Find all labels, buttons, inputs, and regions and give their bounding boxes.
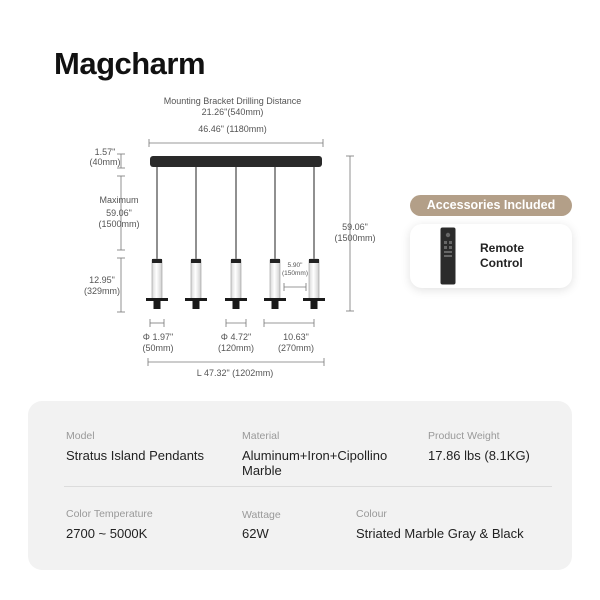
spec-panel: Model Stratus Island Pendants Material A… <box>28 401 572 570</box>
colour-label: Colour <box>356 508 387 520</box>
max-drop-mm: (1500mm) <box>98 219 140 229</box>
wattage-label: Wattage <box>242 509 281 521</box>
remote-control-label: Remote Control <box>480 241 525 270</box>
canopy-length-label: 46.46" (1180mm) <box>198 124 267 134</box>
pendant <box>264 167 286 309</box>
accessories-header: Accessories Included <box>410 195 572 216</box>
pendant <box>146 167 168 309</box>
shade-offset-label: 5.90" <box>287 262 303 269</box>
shade-diameter-label: Φ 1.97" <box>142 332 174 342</box>
wattage-value: 62W <box>242 526 269 541</box>
canopy-bar <box>150 156 322 167</box>
weight-label: Product Weight <box>428 430 500 442</box>
bracket-caption: Mounting Bracket Drilling Distance <box>163 96 302 106</box>
total-height-label: 59.06" <box>342 222 368 232</box>
pendant <box>303 167 325 309</box>
brand-title: Magcharm <box>54 46 206 81</box>
model-label: Model <box>66 430 95 442</box>
base-diameter-label: Φ 4.72" <box>220 332 252 342</box>
color-temperature-label: Color Temperature <box>66 508 153 520</box>
pendant <box>225 167 247 309</box>
material-value: Aluminum+Iron+Cipollino Marble <box>242 448 388 478</box>
total-height-mm: (1500mm) <box>334 233 376 243</box>
pendant <box>185 167 207 309</box>
spacing-label: 10.63" <box>283 332 309 342</box>
pendant-dimension-diagram <box>117 139 354 366</box>
bracket-value: 21.26"(540mm) <box>201 107 264 117</box>
shade-diameter-mm: (50mm) <box>142 343 174 353</box>
spec-divider <box>64 486 552 487</box>
accessories-card: Remote Control <box>410 224 572 288</box>
canopy-height-mm: (40mm) <box>89 157 121 167</box>
spacing-mm: (270mm) <box>277 343 314 353</box>
color-temperature-value: 2700 ~ 5000K <box>66 526 148 541</box>
canopy-height-label: 1.57" <box>94 147 116 157</box>
material-label: Material <box>242 430 280 442</box>
overall-length-label: L 47.32" (1202mm) <box>196 368 274 378</box>
max-drop-caption: Maximum <box>99 195 139 205</box>
shade-offset-mm: (150mm) <box>281 270 308 277</box>
weight-value: 17.86 lbs (8.1KG) <box>428 448 530 463</box>
colour-value: Striated Marble Gray & Black <box>356 526 524 541</box>
shade-height-label: 12.95" <box>89 275 115 285</box>
model-value: Stratus Island Pendants <box>66 448 205 463</box>
max-drop-label: 59.06" <box>106 208 132 218</box>
shade-height-mm: (329mm) <box>83 286 120 296</box>
remote-control-icon <box>440 227 456 285</box>
base-diameter-mm: (120mm) <box>217 343 254 353</box>
